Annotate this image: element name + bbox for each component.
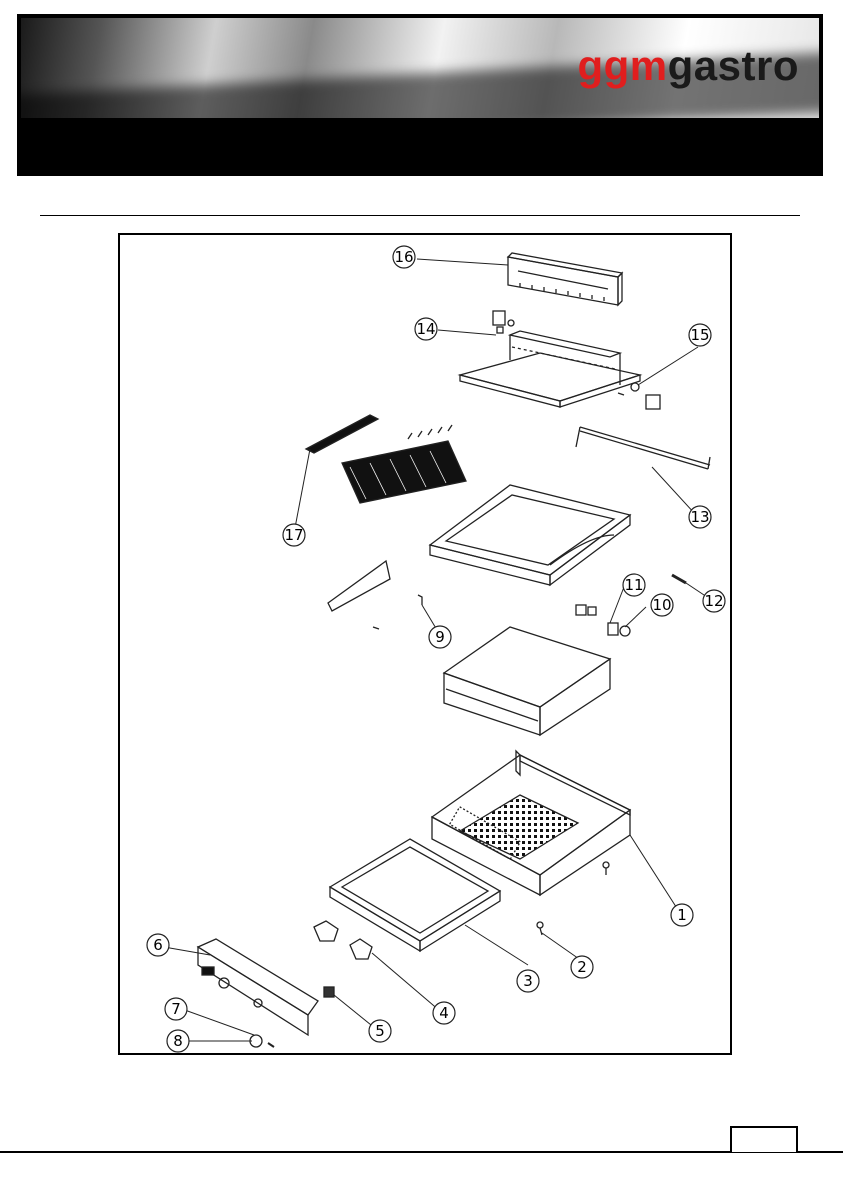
callout-12: 12 bbox=[703, 590, 725, 612]
callout-4: 4 bbox=[433, 1002, 455, 1024]
part-3-drawer bbox=[330, 839, 500, 951]
svg-text:4: 4 bbox=[439, 1004, 449, 1022]
callout-7: 7 bbox=[165, 998, 187, 1020]
callout-17: 17 bbox=[283, 524, 305, 546]
part-17-grill-grates bbox=[306, 415, 466, 503]
callout-15: 15 bbox=[689, 324, 711, 346]
svg-text:13: 13 bbox=[690, 508, 709, 526]
callout-1: 1 bbox=[671, 904, 693, 926]
part-6-control-panel bbox=[198, 939, 318, 1047]
page-number-tab bbox=[730, 1126, 798, 1152]
callout-9: 9 bbox=[429, 626, 451, 648]
callout-leader-lines bbox=[164, 259, 710, 1041]
callout-10: 10 bbox=[651, 594, 673, 616]
svg-text:17: 17 bbox=[284, 526, 303, 544]
part-15-knob bbox=[618, 383, 660, 409]
svg-text:5: 5 bbox=[375, 1022, 385, 1040]
svg-text:1: 1 bbox=[677, 906, 687, 924]
header-banner: ggmgastro bbox=[17, 14, 823, 176]
brand-logo: ggmgastro bbox=[577, 42, 799, 90]
part-13-rod bbox=[576, 427, 710, 469]
callout-14: 14 bbox=[415, 318, 437, 340]
callout-13: 13 bbox=[689, 506, 711, 528]
part-16-heat-shield bbox=[508, 253, 622, 305]
svg-text:10: 10 bbox=[652, 596, 671, 614]
svg-text:12: 12 bbox=[704, 592, 723, 610]
svg-text:6: 6 bbox=[153, 936, 163, 954]
part-14-bracket bbox=[493, 311, 514, 333]
callout-16: 16 bbox=[393, 246, 415, 268]
svg-text:7: 7 bbox=[171, 1000, 181, 1018]
part-upper-frame bbox=[460, 331, 640, 407]
part-4-block bbox=[314, 921, 372, 959]
callout-3: 3 bbox=[517, 970, 539, 992]
callout-8: 8 bbox=[167, 1030, 189, 1052]
brand-logo-ggm: ggm bbox=[577, 42, 667, 89]
svg-text:2: 2 bbox=[577, 958, 587, 976]
callout-11: 11 bbox=[623, 574, 645, 596]
part-5-clip bbox=[324, 987, 334, 997]
svg-text:8: 8 bbox=[173, 1032, 183, 1050]
svg-text:16: 16 bbox=[394, 248, 413, 266]
part-1-mesh bbox=[460, 795, 578, 859]
callout-6: 6 bbox=[147, 934, 169, 956]
part-combustion-box bbox=[444, 627, 610, 735]
svg-text:11: 11 bbox=[624, 576, 643, 594]
brand-logo-gastro: gastro bbox=[668, 42, 799, 89]
svg-text:15: 15 bbox=[690, 326, 709, 344]
section-divider bbox=[40, 215, 800, 216]
callout-2: 2 bbox=[571, 956, 593, 978]
part-middle-tray bbox=[430, 485, 630, 585]
part-1-main-body bbox=[432, 751, 630, 895]
svg-text:9: 9 bbox=[435, 628, 445, 646]
footer-rule bbox=[0, 1151, 843, 1153]
exploded-view-drawing: 16 14 15 13 17 12 bbox=[120, 235, 730, 1053]
callout-5: 5 bbox=[369, 1020, 391, 1042]
svg-text:3: 3 bbox=[523, 972, 533, 990]
exploded-parts-diagram: 16 14 15 13 17 12 bbox=[118, 233, 732, 1055]
part-side-plate bbox=[328, 561, 422, 629]
svg-text:14: 14 bbox=[416, 320, 435, 338]
